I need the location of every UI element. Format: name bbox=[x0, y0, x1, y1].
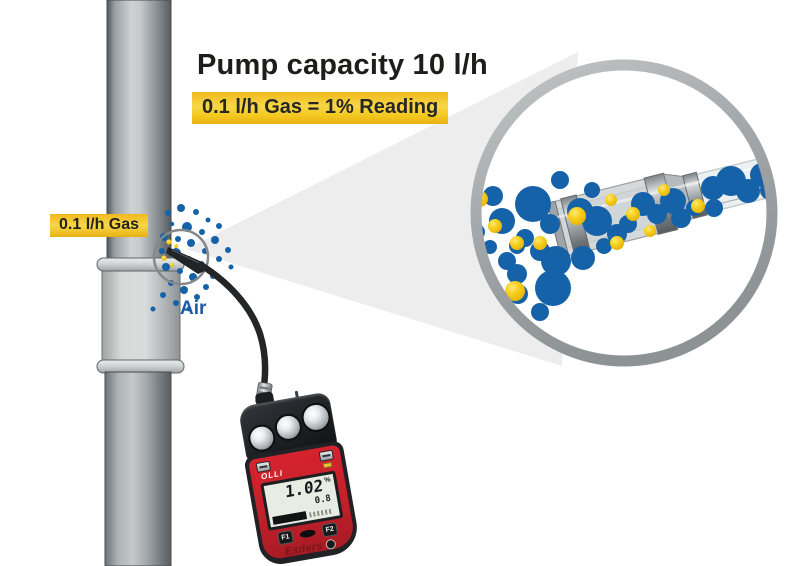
device-speaker bbox=[299, 528, 317, 539]
device-sticker bbox=[322, 461, 333, 469]
sensor-dome-icon bbox=[272, 411, 305, 444]
magnifier-ring bbox=[470, 59, 778, 367]
device-f1-button: F1 bbox=[276, 529, 294, 546]
sensor-dome-icon bbox=[246, 422, 278, 454]
pipe bbox=[96, 0, 185, 566]
reading-ratio-label: 0.1 l/h Gas = 1% Reading bbox=[192, 92, 449, 124]
device-faceplate: OLLI 1.02 % 0.8 F1 bbox=[248, 444, 357, 561]
air-label: Air bbox=[180, 298, 207, 319]
device-body: OLLI 1.02 % 0.8 F1 bbox=[243, 439, 362, 566]
leak-magnifier-ring bbox=[152, 228, 210, 286]
sensor-dome-icon bbox=[299, 400, 333, 435]
leak-gas-molecules bbox=[161, 239, 178, 268]
device-f2-button: F2 bbox=[321, 522, 339, 538]
probe-hose bbox=[197, 261, 269, 390]
lcd-primary-unit: % bbox=[323, 476, 332, 485]
lcd-bargraph bbox=[272, 511, 308, 525]
pipe-coupling-sleeve bbox=[101, 265, 181, 365]
certification-badge-icon bbox=[324, 538, 337, 551]
pipe-coupling-bottom-flange bbox=[96, 359, 185, 374]
magnifier-wedge bbox=[186, 52, 578, 366]
gas-leak-rate-label: 0.1 l/h Gas bbox=[50, 214, 149, 237]
magnified-gas-molecules bbox=[481, 184, 705, 301]
magnifier-circle bbox=[470, 59, 778, 367]
probe-tip bbox=[166, 247, 207, 274]
page-title: Pump capacity 10 l/h bbox=[197, 49, 488, 81]
pipe-lower-segment bbox=[104, 371, 172, 566]
lcd-status-area bbox=[308, 508, 332, 518]
